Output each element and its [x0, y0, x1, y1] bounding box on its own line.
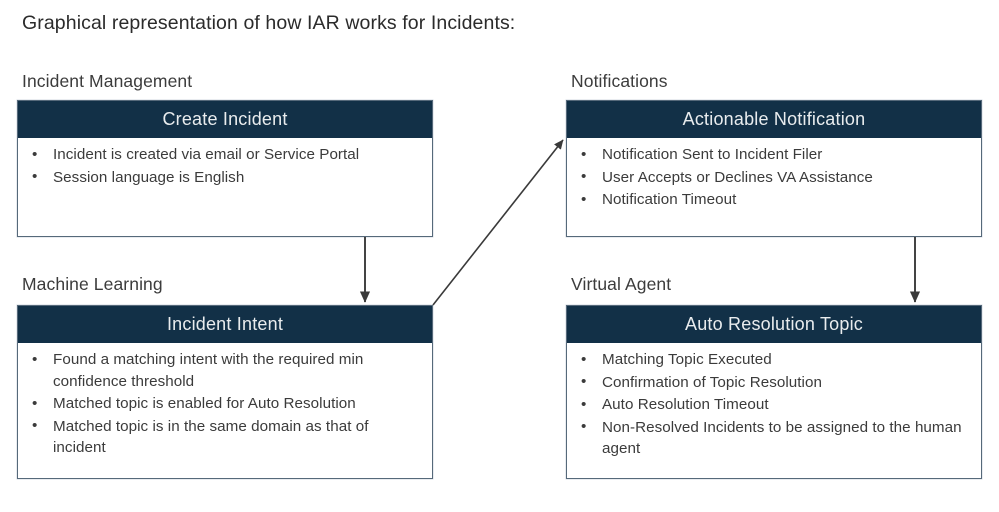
- card-body-auto-resolution-topic: Matching Topic Executed Confirmation of …: [567, 343, 981, 467]
- list-item: Incident is created via email or Service…: [28, 144, 424, 166]
- lane-label-incident-management: Incident Management: [22, 71, 193, 91]
- card-actionable-notification[interactable]: Actionable Notification Notification Sen…: [566, 100, 982, 237]
- connector-incident-intent-to-actionable-notification: [432, 139, 564, 306]
- card-header-create-incident: Create Incident: [18, 101, 432, 138]
- card-create-incident[interactable]: Create Incident Incident is created via …: [17, 100, 433, 237]
- card-header-incident-intent: Incident Intent: [18, 306, 432, 343]
- list-item: Session language is English: [28, 166, 424, 189]
- list-item: Confirmation of Topic Resolution: [577, 371, 973, 394]
- list-item: Matching Topic Executed: [577, 349, 973, 371]
- bullet-list-actionable-notification: Notification Sent to Incident Filer User…: [577, 144, 973, 211]
- list-item: Matched topic is enabled for Auto Resolu…: [28, 393, 424, 415]
- bullet-list-create-incident: Incident is created via email or Service…: [28, 144, 424, 188]
- list-item: Notification Sent to Incident Filer: [577, 144, 973, 166]
- lane-label-virtual-agent: Virtual Agent: [571, 274, 672, 294]
- lane-label-notifications: Notifications: [571, 71, 668, 91]
- bullet-list-auto-resolution-topic: Matching Topic Executed Confirmation of …: [577, 349, 973, 460]
- card-header-auto-resolution-topic: Auto Resolution Topic: [567, 306, 981, 343]
- card-header-actionable-notification: Actionable Notification: [567, 101, 981, 138]
- list-item: User Accepts or Declines VA Assistance: [577, 166, 973, 189]
- list-item: Auto Resolution Timeout: [577, 394, 973, 416]
- page-title: Graphical representation of how IAR work…: [22, 12, 516, 34]
- list-item: Matched topic is in the same domain as t…: [28, 415, 424, 459]
- bullet-list-incident-intent: Found a matching intent with the require…: [28, 349, 424, 459]
- card-body-actionable-notification: Notification Sent to Incident Filer User…: [567, 138, 981, 218]
- list-item: Non-Resolved Incidents to be assigned to…: [577, 416, 973, 460]
- list-item: Notification Timeout: [577, 189, 973, 211]
- lane-label-machine-learning: Machine Learning: [22, 274, 163, 294]
- card-incident-intent[interactable]: Incident Intent Found a matching intent …: [17, 305, 433, 479]
- card-body-incident-intent: Found a matching intent with the require…: [18, 343, 432, 466]
- card-body-create-incident: Incident is created via email or Service…: [18, 138, 432, 195]
- list-item: Found a matching intent with the require…: [28, 349, 424, 392]
- card-auto-resolution-topic[interactable]: Auto Resolution Topic Matching Topic Exe…: [566, 305, 982, 479]
